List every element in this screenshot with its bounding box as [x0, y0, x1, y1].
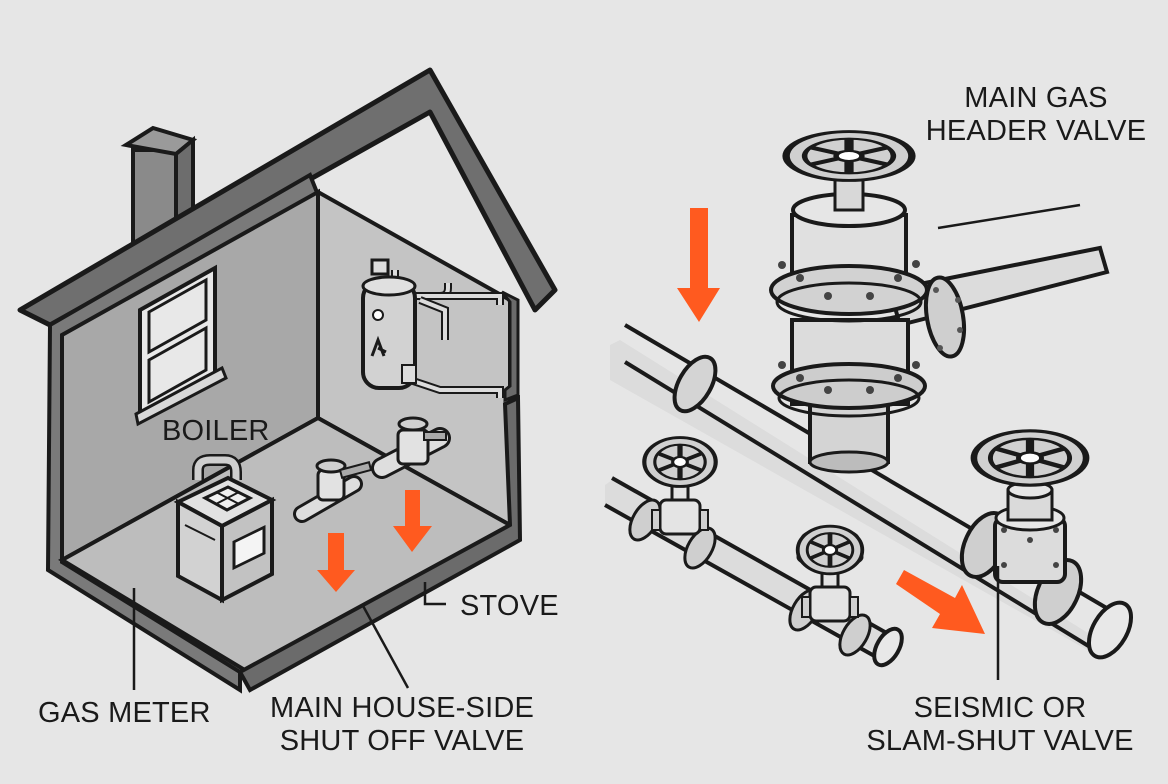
seismic-valve-label: SEISMIC OR SLAM-SHUT VALVE — [866, 692, 1134, 757]
boiler-label: BOILER — [162, 415, 270, 447]
stove-valve-icon — [293, 416, 451, 523]
stove-label: STOVE — [460, 590, 559, 622]
seismic-valve-icon — [959, 431, 1091, 626]
house-valve-label: MAIN HOUSE-SIDE SHUT OFF VALVE — [269, 692, 535, 757]
lower-pipe — [604, 438, 904, 668]
window-icon — [134, 264, 228, 427]
branch-pipe — [887, 245, 1110, 359]
flow-arrow-icon — [677, 208, 985, 634]
flow-arrow-icon — [317, 490, 432, 592]
gas-meter-icon — [173, 454, 277, 604]
main-header-valve-icon — [769, 132, 929, 474]
header-valve-label: MAIN GAS HEADER VALVE — [925, 82, 1147, 147]
gas-meter-label: GAS METER — [38, 697, 211, 729]
boiler-icon — [361, 258, 504, 398]
